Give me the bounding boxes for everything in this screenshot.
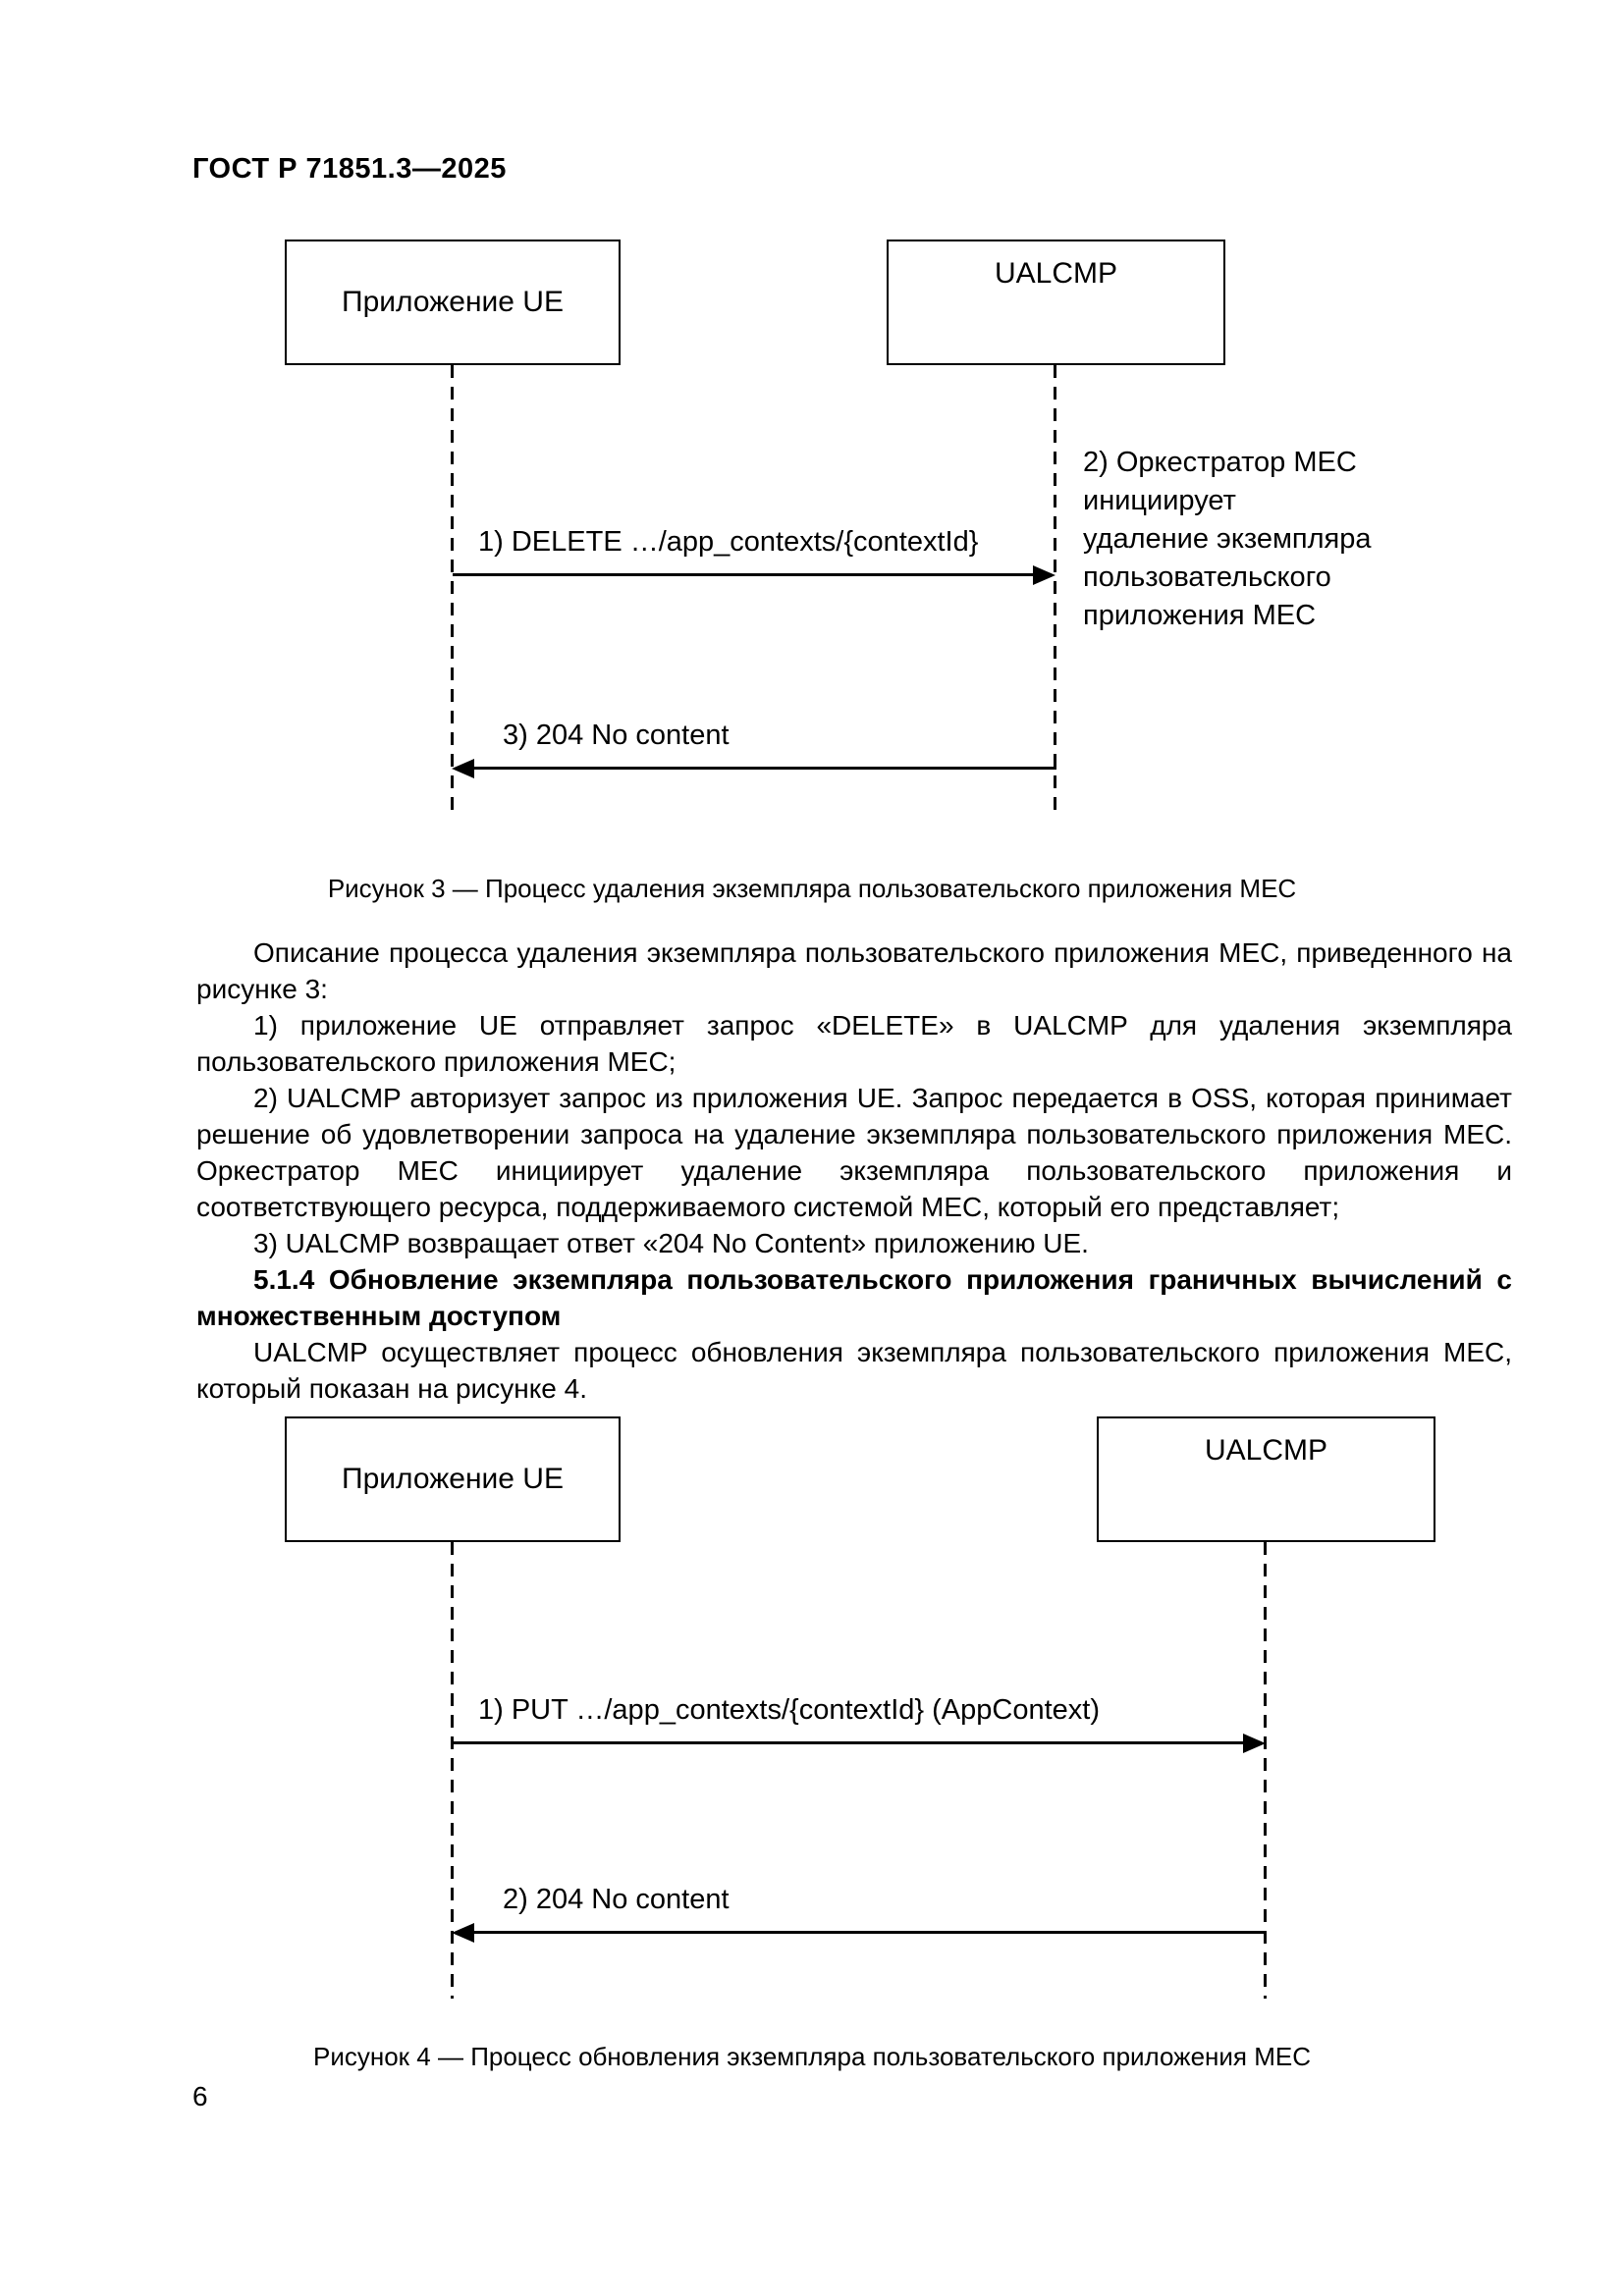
message-2-label: 2) 204 No content [503,1884,730,1915]
paragraph-step-1: 1) приложение UE отправляет запрос «DELE… [196,1010,1512,1077]
paragraph-step-3: 3) UALCMP возвращает ответ «204 No Conte… [253,1228,1089,1258]
doc-header-title: ГОСТ Р 71851.3—2025 [192,153,507,185]
message-1-label: 1) PUT …/app_contexts/{contextId} (AppCo… [478,1694,1100,1726]
figure-4-caption: Рисунок 4 — Процесс обновления экземпляр… [313,2042,1311,2071]
message-2-arrow-line [471,1931,1267,1934]
body-text: Описание процесса удаления экземпляра по… [196,934,1512,1407]
arrowhead-left-icon [452,759,474,778]
actor-box-ualcmp: UALCMP [887,240,1225,365]
message-1-label: 1) DELETE …/app_contexts/{contextId} [478,526,979,558]
lifeline-ue [451,1542,454,1999]
page-number: 6 [192,2081,208,2111]
lifeline-ue [451,365,454,817]
message-3-label: 3) 204 No content [503,720,730,751]
orchestrator-note: 2) Оркестратор MEC инициирует удаление э… [1083,447,1372,631]
paragraph-step-2: 2) UALCMP авторизует запрос из приложени… [196,1083,1512,1222]
arrowhead-right-icon [1033,565,1056,585]
arrowhead-right-icon [1243,1734,1266,1753]
lifeline-ualcmp [1264,1542,1267,1999]
actor-label-ue: Приложение UE [342,1463,564,1495]
arrowhead-left-icon [452,1923,474,1943]
message-3-arrow-line [471,767,1056,770]
actor-label-ue: Приложение UE [342,286,564,318]
message-1-arrow-line [453,1741,1248,1744]
actor-box-ualcmp: UALCMP [1097,1416,1435,1542]
figure-3-caption: Рисунок 3 — Процесс удаления экземпляра … [327,874,1297,903]
paragraph-description: Описание процесса удаления экземпляра по… [196,937,1512,1004]
message-1-arrow-line [453,573,1038,576]
actor-label-ualcmp: UALCMP [1204,1434,1328,1467]
actor-box-ue: Приложение UE [285,1416,621,1542]
lifeline-ualcmp [1054,365,1056,817]
section-heading-5-1-4: 5.1.4 Обновление экземпляра пользователь… [196,1264,1512,1331]
paragraph-update-intro: UALCMP осуществляет процесс обновления э… [196,1337,1512,1404]
actor-box-ue: Приложение UE [285,240,621,365]
actor-label-ualcmp: UALCMP [994,257,1118,290]
